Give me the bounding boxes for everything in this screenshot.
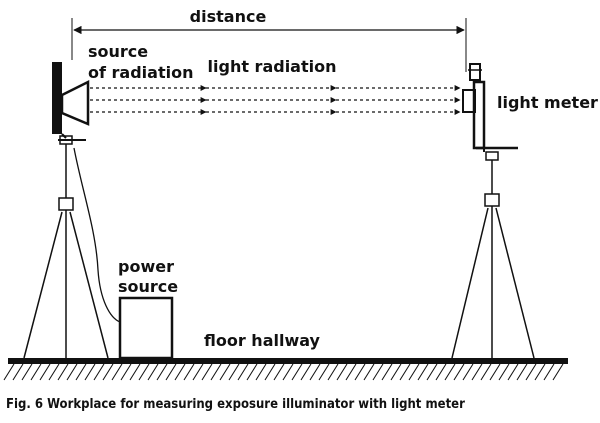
hatch-stroke (498, 363, 510, 381)
power-source-box (118, 296, 174, 360)
hatch-stroke (183, 363, 195, 381)
power-cable (73, 147, 121, 323)
floor-line (8, 358, 568, 364)
hatch-stroke (480, 363, 492, 381)
hatch-stroke (489, 363, 501, 381)
hatch-stroke (147, 363, 159, 381)
floor-label: floor hallway (204, 331, 321, 350)
light-meter-label: light meter (497, 93, 598, 112)
hatch-stroke (336, 363, 348, 381)
floor-hatching (3, 363, 564, 381)
hatch-stroke (534, 363, 546, 381)
hatch-stroke (516, 363, 528, 381)
hatch-stroke (165, 363, 177, 381)
hatch-stroke (201, 363, 213, 381)
light-radiation-label: light radiation (208, 57, 337, 76)
hatch-stroke (264, 363, 276, 381)
hatch-stroke (138, 363, 150, 381)
hatch-stroke (390, 363, 402, 381)
hatch-stroke (282, 363, 294, 381)
hatch-stroke (30, 363, 42, 381)
hatch-stroke (3, 363, 15, 381)
hatch-stroke (327, 363, 339, 381)
hatch-stroke (309, 363, 321, 381)
hatch-stroke (471, 363, 483, 381)
hatch-stroke (48, 363, 60, 381)
hatch-stroke (273, 363, 285, 381)
source-label-line1: source (88, 42, 148, 61)
hatch-stroke (354, 363, 366, 381)
radiation-rays (90, 85, 461, 115)
hatch-stroke (300, 363, 312, 381)
hatch-stroke (21, 363, 33, 381)
hatch-stroke (93, 363, 105, 381)
hatch-stroke (12, 363, 24, 381)
hatch-stroke (75, 363, 87, 381)
hatch-stroke (507, 363, 519, 381)
hatch-stroke (111, 363, 123, 381)
hatch-stroke (237, 363, 249, 381)
hatch-stroke (462, 363, 474, 381)
light-source-illuminator (52, 62, 90, 145)
hatch-stroke (84, 363, 96, 381)
power-label-line2: source (118, 277, 178, 296)
hatch-stroke (426, 363, 438, 381)
hatch-stroke (525, 363, 537, 381)
hatch-stroke (372, 363, 384, 381)
power-label-line1: power (118, 257, 174, 276)
hatch-stroke (399, 363, 411, 381)
hatch-stroke (174, 363, 186, 381)
figure-caption: Fig. 6 Workplace for measuring exposure … (6, 397, 465, 412)
hatch-stroke (219, 363, 231, 381)
hatch-stroke (39, 363, 51, 381)
hatch-stroke (291, 363, 303, 381)
hatch-stroke (192, 363, 204, 381)
hatch-stroke (444, 363, 456, 381)
hatch-stroke (102, 363, 114, 381)
hatch-stroke (543, 363, 555, 381)
hatch-stroke (255, 363, 267, 381)
light-meter (462, 63, 518, 161)
hatch-stroke (408, 363, 420, 381)
hatch-stroke (417, 363, 429, 381)
hatch-stroke (453, 363, 465, 381)
hatch-stroke (66, 363, 78, 381)
distance-dimension: distance (71, 7, 467, 72)
hatch-stroke (435, 363, 447, 381)
hatch-stroke (228, 363, 240, 381)
hatch-stroke (156, 363, 168, 381)
hatch-stroke (363, 363, 375, 381)
hatch-stroke (210, 363, 222, 381)
left-tripod (23, 144, 109, 359)
source-label-line2: of radiation (88, 63, 193, 82)
right-tripod (451, 160, 535, 359)
hatch-stroke (57, 363, 69, 381)
hatch-stroke (120, 363, 132, 381)
distance-label: distance (190, 7, 267, 26)
hatch-stroke (552, 363, 564, 381)
hatch-stroke (318, 363, 330, 381)
hatch-stroke (246, 363, 258, 381)
hatch-stroke (129, 363, 141, 381)
hatch-stroke (381, 363, 393, 381)
hatch-stroke (345, 363, 357, 381)
